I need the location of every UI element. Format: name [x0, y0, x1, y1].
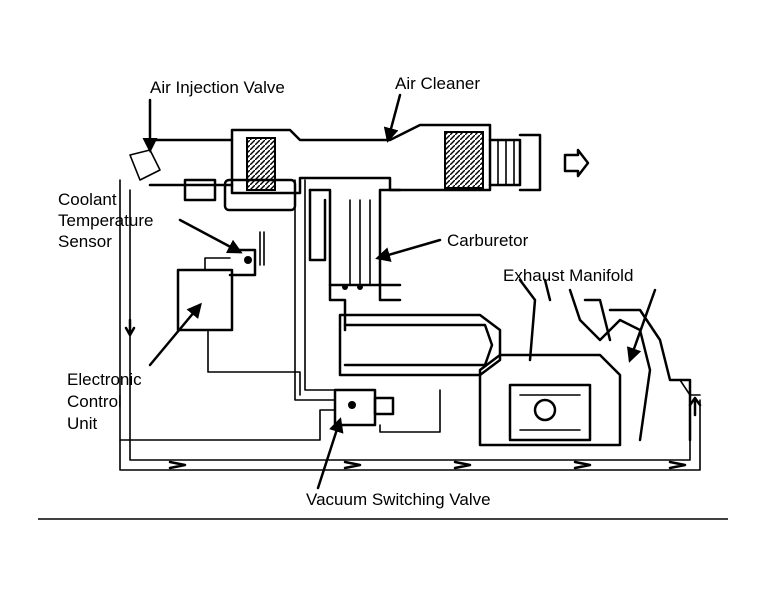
label-coolant-line1: Coolant — [58, 190, 117, 209]
label-ecu-line3: Unit — [67, 414, 98, 433]
label-coolant-line2: Temperature — [58, 211, 154, 230]
label-air-injection-valve: Air Injection Valve — [150, 78, 285, 97]
label-vacuum-switching-valve: Vacuum Switching Valve — [306, 490, 491, 509]
leader-arrows — [142, 93, 657, 490]
label-ecu-line2: Control — [67, 392, 122, 411]
label-ecu-line1: Electronic — [67, 370, 142, 389]
sensor-and-ecu — [176, 231, 301, 396]
engine-block — [478, 353, 622, 447]
label-exhaust-manifold: Exhaust Manifold — [503, 266, 634, 285]
intake-manifold — [338, 313, 502, 377]
label-coolant-line3: Sensor — [58, 232, 112, 251]
label-carburetor: Carburetor — [447, 231, 529, 250]
piping — [119, 179, 702, 471]
exhaust-manifold-part — [518, 278, 692, 442]
carburetor-part — [308, 188, 402, 332]
vacuum-switching-valve-part — [333, 388, 441, 433]
air-cleaner-housing — [230, 123, 590, 195]
label-air-cleaner: Air Cleaner — [395, 74, 481, 93]
